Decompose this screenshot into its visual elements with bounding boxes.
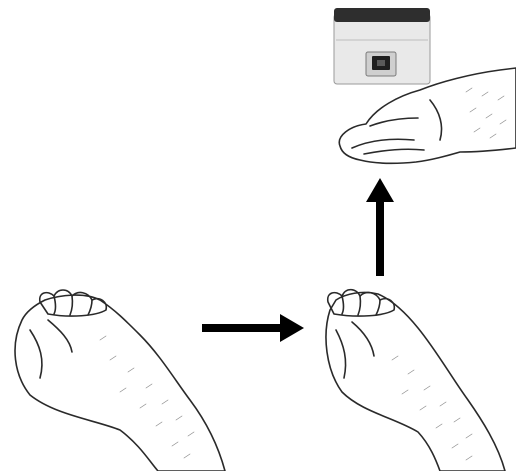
hands-under-device (333, 8, 516, 165)
hands-clasped-aligned (325, 288, 506, 471)
arrow-right (202, 314, 304, 342)
arrow-up (366, 178, 394, 276)
sanitizer-device (333, 8, 431, 85)
hands-clasped-start (14, 289, 226, 471)
